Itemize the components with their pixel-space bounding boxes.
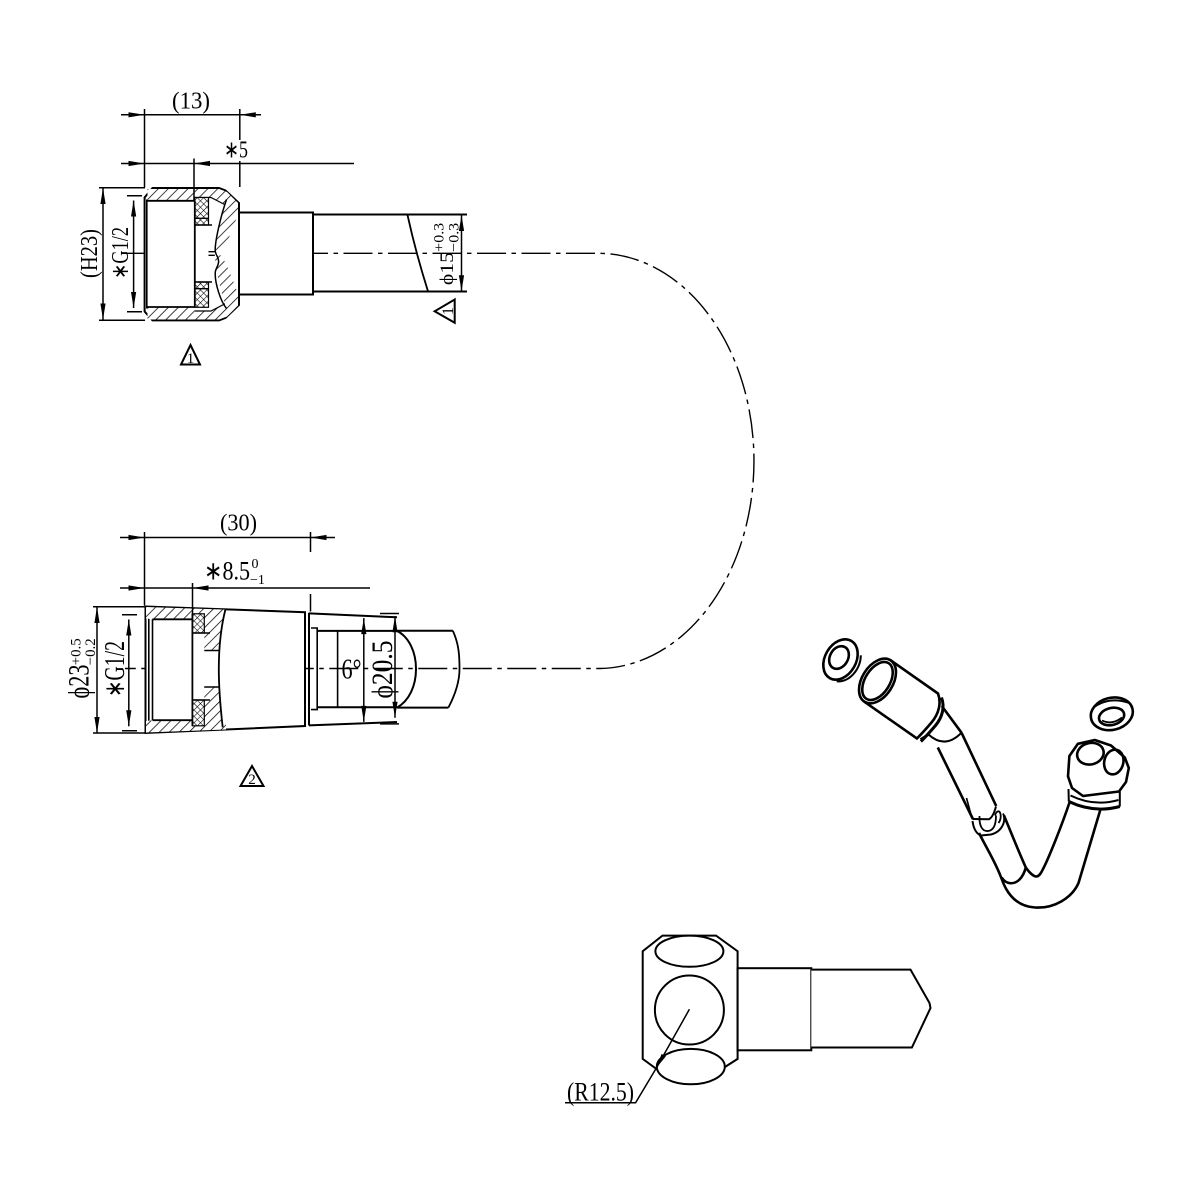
svg-text:2: 2 [248,772,256,788]
svg-text:+0.3: +0.3 [431,223,447,252]
svg-text:1: 1 [440,307,457,315]
svg-text:0: 0 [252,557,259,572]
svg-text:(30): (30) [220,511,257,537]
svg-text:−0.2: −0.2 [83,638,99,665]
svg-text:+0.5: +0.5 [69,638,85,665]
svg-text:∗5: ∗5 [224,138,248,164]
svg-text:6°: 6° [342,654,362,686]
svg-text:−1: −1 [250,573,265,588]
svg-text:ϕ15: ϕ15 [437,252,458,285]
svg-text:∗G1/2: ∗G1/2 [100,641,131,697]
svg-text:∗G1/2: ∗G1/2 [108,227,134,279]
svg-text:(13): (13) [172,89,210,115]
svg-text:(H23): (H23) [77,229,103,278]
svg-text:(R12.5): (R12.5) [567,1078,634,1107]
svg-text:ϕ20.5: ϕ20.5 [366,641,399,699]
svg-text:ϕ23: ϕ23 [63,665,96,699]
svg-text:1: 1 [187,351,195,367]
svg-text:∗8.5: ∗8.5 [204,557,250,586]
svg-text:−0.3: −0.3 [446,223,462,252]
